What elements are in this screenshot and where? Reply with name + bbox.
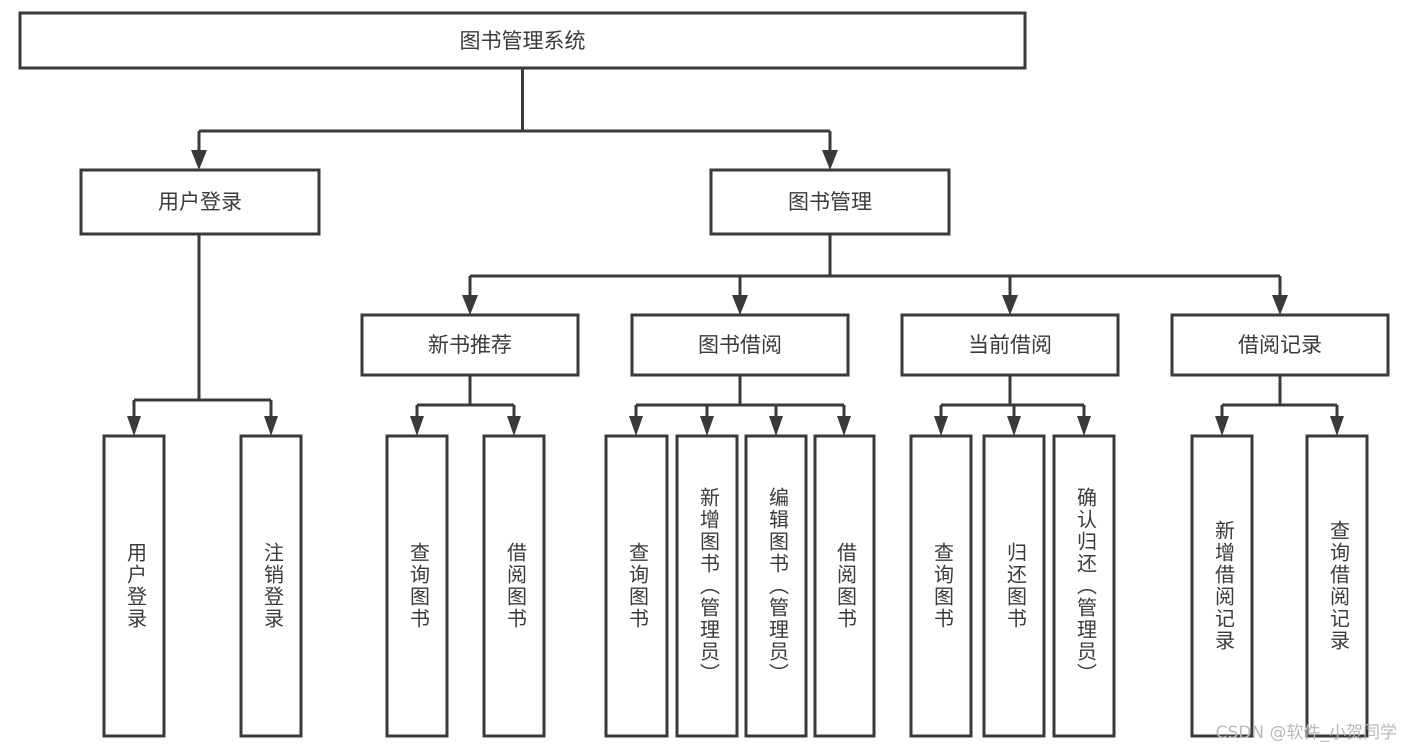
- node-new-book-recommend-label: 新书推荐: [428, 333, 512, 357]
- node-book-manage-box[interactable]: [709, 168, 951, 236]
- node-leaf-user-logout-label: 注销登录: [261, 542, 285, 630]
- node-leaf-user-logout[interactable]: 注销登录: [239, 434, 303, 738]
- arrow-head-leaf-return-book: [1007, 416, 1021, 436]
- node-book-borrow-box[interactable]: [630, 313, 850, 377]
- node-book-borrow-label: 图书借阅: [698, 333, 782, 357]
- arrow-head-leaf-query-record: [1330, 416, 1344, 436]
- node-leaf-return-book-label: 归还图书: [1004, 542, 1028, 630]
- arrow-head-bookmanage: [822, 150, 838, 170]
- arrow-head-leaf-add-book: [700, 416, 714, 436]
- node-borrow-record-box[interactable]: [1170, 313, 1390, 377]
- node-leaf-confirm-return[interactable]: 确认归还（管理员）: [1052, 434, 1116, 738]
- node-book-manage-label: 图书管理: [788, 190, 872, 214]
- node-leaf-user-logout-box[interactable]: [239, 434, 303, 738]
- node-leaf-return-book-box[interactable]: [982, 434, 1046, 738]
- node-book-borrow[interactable]: 图书借阅: [630, 313, 850, 377]
- node-leaf-borrow-book-2-label: 借阅图书: [834, 542, 858, 630]
- arrow-head-leaf-borrow-book-2: [837, 416, 851, 436]
- node-current-borrow-label: 当前借阅: [968, 333, 1052, 357]
- node-root-box[interactable]: [18, 11, 1027, 70]
- arrow-head-userlogin: [191, 150, 207, 170]
- node-current-borrow-box[interactable]: [900, 313, 1120, 377]
- node-leaf-return-book[interactable]: 归还图书: [982, 434, 1046, 738]
- node-user-login-box[interactable]: [79, 168, 321, 236]
- node-leaf-add-book-box[interactable]: [675, 434, 739, 738]
- node-leaf-query-book-3-label: 查询图书: [931, 542, 955, 630]
- node-book-manage[interactable]: 图书管理: [709, 168, 951, 236]
- node-borrow-record-label: 借阅记录: [1238, 333, 1322, 357]
- node-leaf-query-book-2-box[interactable]: [604, 434, 669, 738]
- node-leaf-query-record[interactable]: 查询借阅记录: [1305, 434, 1369, 738]
- arrow-head-leaf-query-book-1: [410, 416, 424, 436]
- node-borrow-record[interactable]: 借阅记录: [1170, 313, 1390, 377]
- node-leaf-confirm-return-label: 确认归还（管理员）: [1074, 487, 1098, 685]
- node-leaf-query-book-1-label: 查询图书: [407, 542, 431, 630]
- node-leaf-borrow-book-1-box[interactable]: [482, 434, 546, 738]
- node-leaf-query-book-2[interactable]: 查询图书: [604, 434, 669, 738]
- arrow-head-leaf-confirm-return: [1077, 416, 1091, 436]
- arrow-head-book-borrow: [732, 295, 748, 315]
- arrow-head-leaf-add-record: [1215, 416, 1229, 436]
- node-leaf-edit-book-label: 编辑图书（管理员）: [766, 487, 790, 685]
- node-leaf-user-login[interactable]: 用户登录: [102, 434, 166, 738]
- node-root[interactable]: 图书管理系统: [18, 11, 1027, 70]
- node-leaf-add-record-label: 新增借阅记录: [1212, 520, 1236, 652]
- watermark-text: CSDN @软件_小贺同学: [1215, 723, 1397, 743]
- node-leaf-add-book[interactable]: 新增图书（管理员）: [675, 434, 739, 738]
- node-new-book-recommend[interactable]: 新书推荐: [360, 313, 580, 377]
- node-leaf-borrow-book-1-label: 借阅图书: [504, 542, 528, 630]
- node-leaf-query-book-1-box[interactable]: [385, 434, 449, 738]
- arrow-head-leaf-borrow-book-1: [507, 416, 521, 436]
- node-leaf-query-record-label: 查询借阅记录: [1327, 520, 1351, 652]
- node-leaf-confirm-return-box[interactable]: [1052, 434, 1116, 738]
- node-user-login[interactable]: 用户登录: [79, 168, 321, 236]
- arrow-head-leaf-query-book-3: [934, 416, 948, 436]
- node-leaf-add-record-box[interactable]: [1190, 434, 1254, 738]
- node-new-book-recommend-box[interactable]: [360, 313, 580, 377]
- connector-layer: [127, 68, 1344, 436]
- node-current-borrow[interactable]: 当前借阅: [900, 313, 1120, 377]
- node-leaf-user-login-label: 用户登录: [124, 542, 148, 630]
- arrow-head-leaf-edit-book: [769, 416, 783, 436]
- arrow-head-new-book-recommend: [462, 295, 478, 315]
- node-leaf-edit-book-box[interactable]: [744, 434, 808, 738]
- arrow-head-leaf-user-logout: [264, 416, 278, 436]
- arrow-head-borrow-record: [1272, 295, 1288, 315]
- node-user-login-label: 用户登录: [158, 190, 242, 214]
- node-leaf-query-book-1[interactable]: 查询图书: [385, 434, 449, 738]
- node-leaf-user-login-box[interactable]: [102, 434, 166, 738]
- node-root-label: 图书管理系统: [460, 29, 586, 53]
- node-leaf-query-book-3[interactable]: 查询图书: [909, 434, 973, 738]
- node-leaf-borrow-book-1[interactable]: 借阅图书: [482, 434, 546, 738]
- node-leaf-add-record[interactable]: 新增借阅记录: [1190, 434, 1254, 738]
- node-leaf-query-book-2-label: 查询图书: [626, 542, 650, 630]
- node-leaf-query-book-3-box[interactable]: [909, 434, 973, 738]
- arrow-head-leaf-user-login: [127, 416, 141, 436]
- node-leaf-add-book-label: 新增图书（管理员）: [697, 487, 721, 685]
- node-leaf-query-record-box[interactable]: [1305, 434, 1369, 738]
- arrow-head-current-borrow: [1002, 295, 1018, 315]
- arrow-head-leaf-query-book-2: [629, 416, 643, 436]
- node-leaf-borrow-book-2-box[interactable]: [813, 434, 876, 738]
- node-leaf-edit-book[interactable]: 编辑图书（管理员）: [744, 434, 808, 738]
- node-leaf-borrow-book-2[interactable]: 借阅图书: [813, 434, 876, 738]
